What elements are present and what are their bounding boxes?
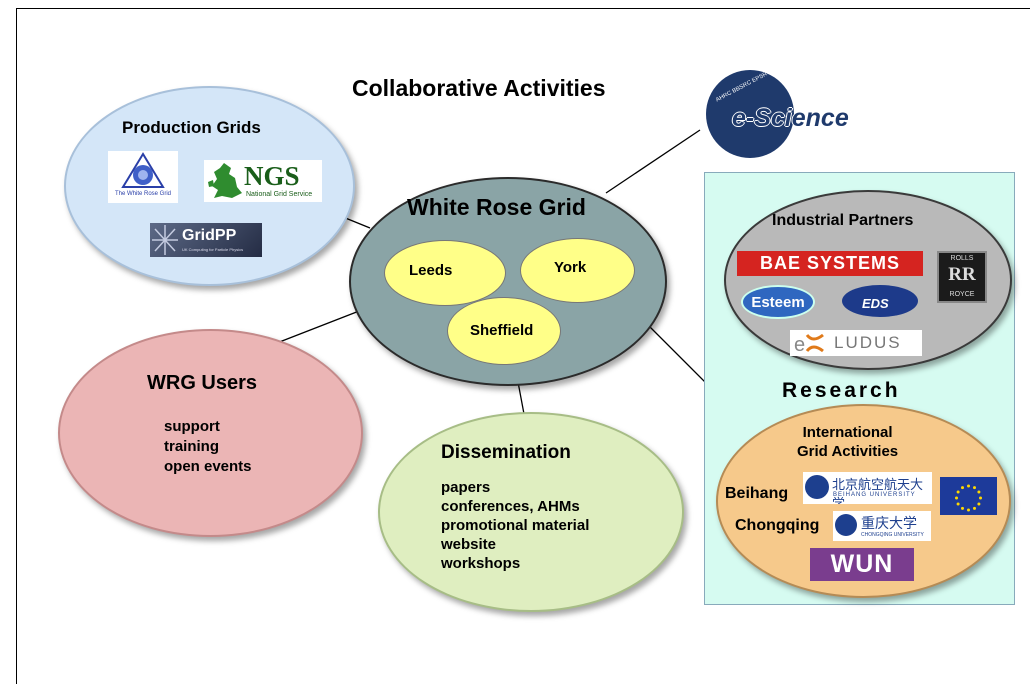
esteem-logo-text: Esteem xyxy=(751,294,805,311)
list-item: support xyxy=(164,418,220,435)
exludus-logo: e LUDUS xyxy=(790,330,922,356)
sheffield-node xyxy=(447,297,561,365)
exludus-logo-text: LUDUS xyxy=(834,333,902,352)
leeds-label: Leeds xyxy=(409,262,453,279)
gridpp-logo-subtext: UK Computing for Particle Physics xyxy=(182,247,244,252)
chongqing-logo-subtext: CHONGQING UNIVERSITY xyxy=(861,532,924,538)
york-label: York xyxy=(554,259,587,276)
escience-logo-text: e-Science xyxy=(732,104,849,132)
wrg-users-title: WRG Users xyxy=(147,372,258,394)
rolls-royce-monogram: RR xyxy=(948,264,976,285)
dissemination-list: papers conferences, AHMs promotional mat… xyxy=(441,478,589,573)
list-item: promotional material xyxy=(441,517,590,534)
dissemination-title: Dissemination xyxy=(441,442,571,463)
svg-text:e: e xyxy=(794,334,805,355)
esteem-logo: Esteem xyxy=(741,285,815,319)
white-rose-grid-logo-text: The White Rose Grid xyxy=(114,191,172,197)
beihang-emblem xyxy=(805,475,829,499)
wun-logo-text: WUN xyxy=(830,550,894,578)
escience-logo: AHRC BBSRC EPSRC ESRC MRC NERC STFC e-Sc… xyxy=(694,63,894,166)
escience-circle xyxy=(706,70,794,158)
eds-logo: EDS xyxy=(842,285,918,317)
wrg-users-list: support training open events xyxy=(164,417,252,477)
leeds-node xyxy=(384,240,506,306)
list-item: open events xyxy=(164,458,252,475)
rolls-royce-top-text: ROLLS xyxy=(950,255,974,262)
ngs-logo: NGS National Grid Service xyxy=(204,160,322,202)
international-title: International Grid Activities xyxy=(797,423,898,461)
chongqing-emblem xyxy=(835,514,857,536)
industrial-partners-title: Industrial Partners xyxy=(772,212,914,229)
center-title: White Rose Grid xyxy=(407,194,586,220)
rolls-royce-logo: ROLLS RR ROYCE xyxy=(937,251,987,303)
beihang-logo: 北京航空航天大学 BEIHANG UNIVERSITY xyxy=(803,472,932,504)
chongqing-logo-text: 重庆大学 xyxy=(861,515,917,531)
wun-logo: WUN xyxy=(810,548,914,581)
gridpp-logo-text: GridPP xyxy=(182,227,237,244)
white-rose-grid-logo: The White Rose Grid xyxy=(108,151,178,203)
ngs-logo-subtext: National Grid Service xyxy=(246,191,313,198)
list-item: workshops xyxy=(441,555,521,572)
production-grids-title: Production Grids xyxy=(122,118,261,137)
beihang-logo-text: 北京航空航天大学 xyxy=(832,477,924,504)
list-item: conferences, AHMs xyxy=(441,498,580,515)
eds-logo-text: EDS xyxy=(862,296,889,311)
sheffield-label: Sheffield xyxy=(470,322,534,339)
page-title: Collaborative Activities xyxy=(352,75,606,101)
chongqing-logo: 重庆大学 CHONGQING UNIVERSITY xyxy=(833,511,931,541)
research-label: Research xyxy=(782,379,901,402)
international-title-line2: Grid Activities xyxy=(797,443,899,460)
international-title-line1: International xyxy=(802,424,893,441)
bae-systems-logo: BAE SYSTEMS xyxy=(737,251,923,276)
eu-flag-logo xyxy=(940,477,997,515)
ngs-logo-text: NGS xyxy=(244,161,300,191)
gridpp-logo: GridPP UK Computing for Particle Physics xyxy=(150,223,262,257)
beihang-label: Beihang xyxy=(725,485,789,502)
dissemination-ellipse xyxy=(378,412,684,612)
bae-systems-logo-text: BAE SYSTEMS xyxy=(759,253,901,273)
rolls-royce-bottom-text: ROYCE xyxy=(949,291,975,298)
wrg-users-ellipse xyxy=(58,329,363,537)
beihang-logo-subtext: BEIHANG UNIVERSITY xyxy=(833,492,916,498)
list-item: papers xyxy=(441,479,491,496)
chongqing-label: Chongqing xyxy=(735,517,820,534)
list-item: training xyxy=(164,438,219,455)
york-node xyxy=(520,238,635,303)
list-item: website xyxy=(441,536,497,553)
